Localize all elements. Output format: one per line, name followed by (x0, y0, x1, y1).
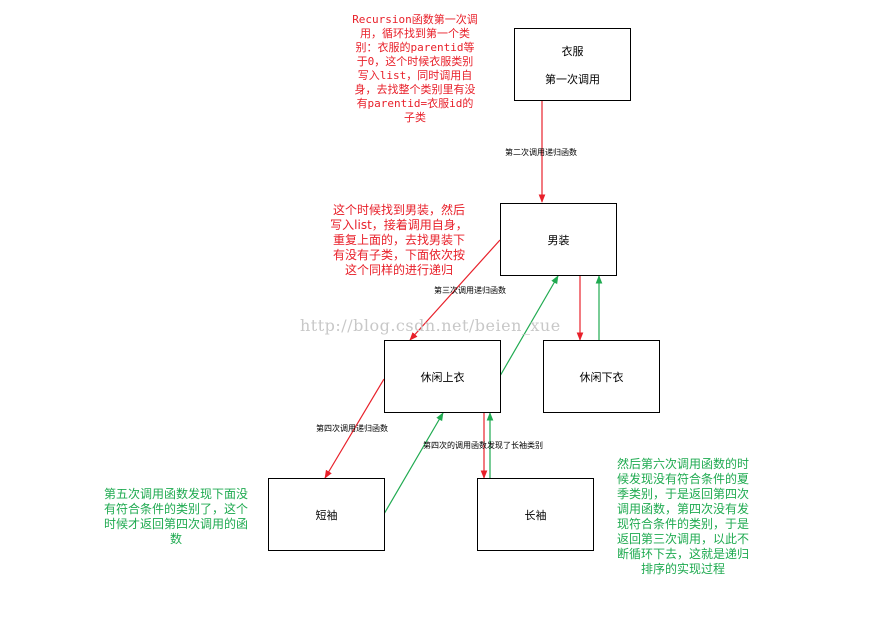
node-casual-top: 休闲上衣 (384, 340, 501, 413)
node-long-sleeve: 长袖 (477, 478, 594, 551)
edge-label-fourth-call: 第四次调用递归函数 (316, 424, 388, 433)
node-clothing-label: 衣服 (561, 44, 584, 58)
node-mens: 男装 (500, 203, 617, 276)
node-casual-bottom-label: 休闲下衣 (579, 370, 624, 384)
node-clothing: 衣服 第一次调用 (514, 28, 631, 101)
arrow-casual-top-return-mens (499, 275, 559, 377)
node-casual-bottom: 休闲下衣 (543, 340, 660, 413)
note-recursion-first: Recursion函数第一次调用，循环找到第一个类别：衣服的parentid等于… (352, 13, 478, 124)
edge-label-fourth-found: 第四次的调用函数发现了长袖类别 (423, 441, 543, 450)
node-long-sleeve-label: 长袖 (524, 508, 547, 522)
node-mens-label: 男装 (547, 233, 570, 247)
node-casual-top-label: 休闲上衣 (420, 370, 465, 384)
watermark: http://blog.csdn.net/beien_xue (300, 316, 561, 335)
note-sixth-call: 然后第六次调用函数的时候发现没有符合条件的夏季类别，于是返回第四次调用函数，第四… (616, 457, 749, 576)
arrow-casual-top-to-short (324, 378, 385, 479)
node-short-sleeve-label: 短袖 (315, 508, 338, 522)
node-short-sleeve: 短袖 (268, 478, 385, 551)
edge-label-third-call: 第三次调用递归函数 (434, 286, 506, 295)
note-mens-found: 这个时候找到男装，然后写入list，接着调用自身，重复上面的，去找男装下有没有子… (330, 203, 468, 277)
arrow-short-return-casual-top (383, 412, 444, 515)
edge-label-second-call: 第二次调用递归函数 (505, 148, 577, 157)
note-fifth-call: 第五次调用函数发现下面没有符合条件的类别了，这个时候才返回第四次调用的函数 (104, 487, 249, 546)
arrow-mens-to-casual-top (409, 239, 501, 341)
node-clothing-sub: 第一次调用 (545, 72, 600, 86)
